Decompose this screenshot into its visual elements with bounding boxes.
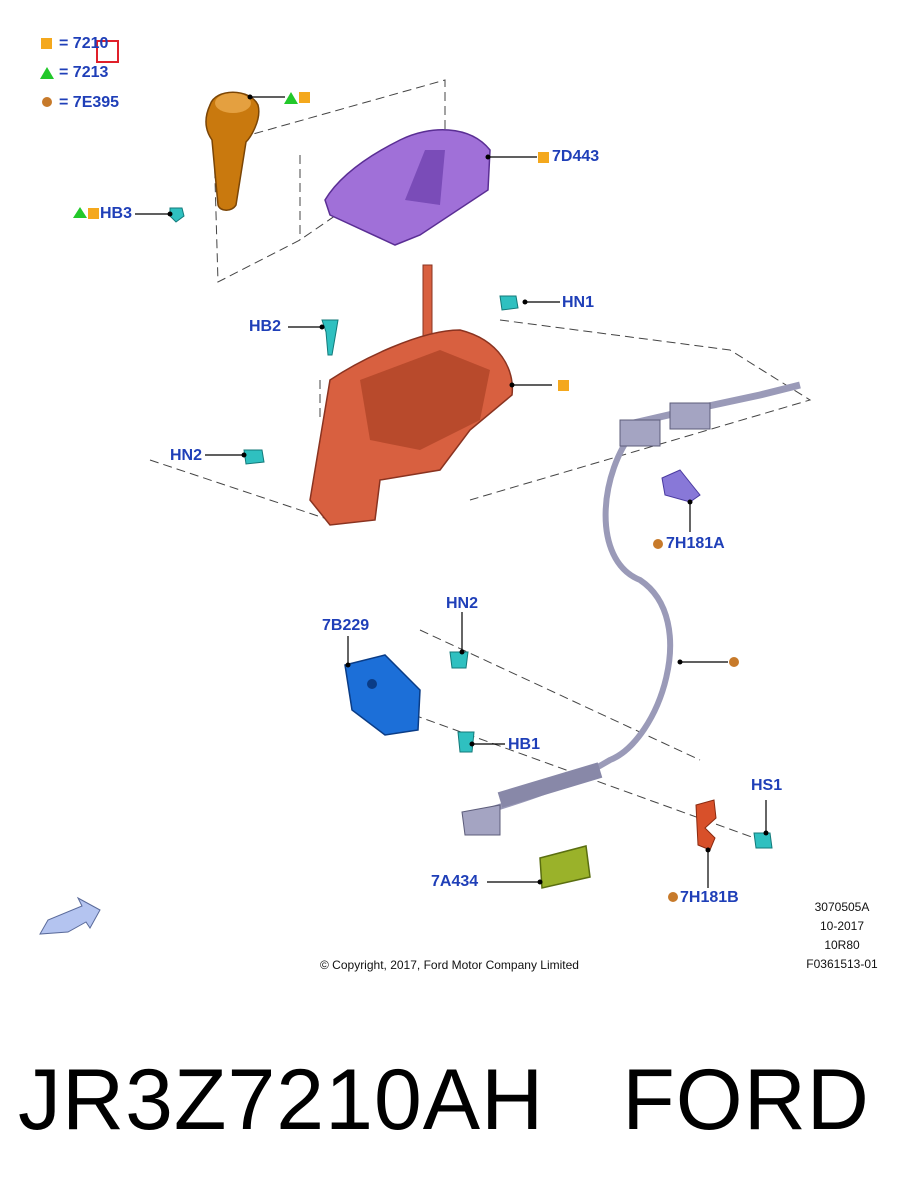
shifter-base — [309, 264, 514, 526]
hb2-bolt — [321, 319, 339, 356]
cable-bracket-7h181a — [661, 469, 701, 503]
callout-hn2-top: HN2 — [170, 447, 203, 464]
brand-name: FORD — [622, 1052, 870, 1148]
hb1-bolt — [457, 731, 475, 753]
callout-hb3: HB3 — [100, 205, 133, 222]
legend-square-icon — [41, 38, 52, 49]
callout-hs1: HS1 — [751, 777, 783, 794]
callout-7h181b: 7H181B — [680, 889, 739, 906]
part-number: JR3Z7210AH — [18, 1052, 545, 1148]
view-direction-arrow-icon — [39, 896, 101, 935]
legend-triangle-icon — [40, 67, 54, 79]
drawing-date: 10-2017 — [819, 919, 865, 933]
callout-hn2-bottom: HN2 — [446, 595, 479, 612]
copyright-notice: © Copyright, 2017, Ford Motor Company Li… — [320, 958, 579, 972]
callout-7b229: 7B229 — [322, 617, 370, 634]
hs1-bolt — [753, 832, 773, 849]
hn2-bottom-nut — [449, 651, 469, 669]
cable-assembly-outline — [469, 319, 812, 501]
hn2-top-nut — [243, 449, 265, 465]
shift-cable — [461, 381, 801, 836]
drawing-number: 3070505A — [814, 900, 870, 914]
legend-7213-label: = 7213 — [59, 64, 109, 81]
legend-circle-icon — [42, 97, 52, 107]
legend-7210-label: = 7210 — [59, 35, 109, 52]
callout-hb2: HB2 — [249, 318, 282, 335]
exploded-parts-diagram — [39, 38, 812, 935]
callout-hb1: HB1 — [508, 736, 541, 753]
cable-clip-7h181b — [695, 799, 717, 851]
legend-7e395-label: = 7E395 — [59, 94, 120, 111]
knob-assembly-outline — [213, 79, 446, 283]
control-module-7a434 — [539, 845, 591, 889]
gear-knob — [205, 91, 260, 211]
callout-hn1: HN1 — [562, 294, 595, 311]
mounting-bracket-7b229 — [344, 654, 421, 736]
figure-id: F0361513-01 — [806, 957, 878, 971]
part-title: JR3Z7210AH FORD — [18, 1050, 870, 1150]
callout-7d443: 7D443 — [552, 148, 600, 165]
legend-triangle-marker — [284, 92, 298, 104]
callout-7a434: 7A434 — [431, 873, 479, 890]
transmission-code: 10R80 — [824, 938, 860, 952]
callout-7h181a: 7H181A — [666, 535, 725, 552]
shifter-trim-cover — [324, 129, 491, 246]
highlight-box — [96, 40, 119, 63]
hn1-nut — [499, 295, 519, 311]
